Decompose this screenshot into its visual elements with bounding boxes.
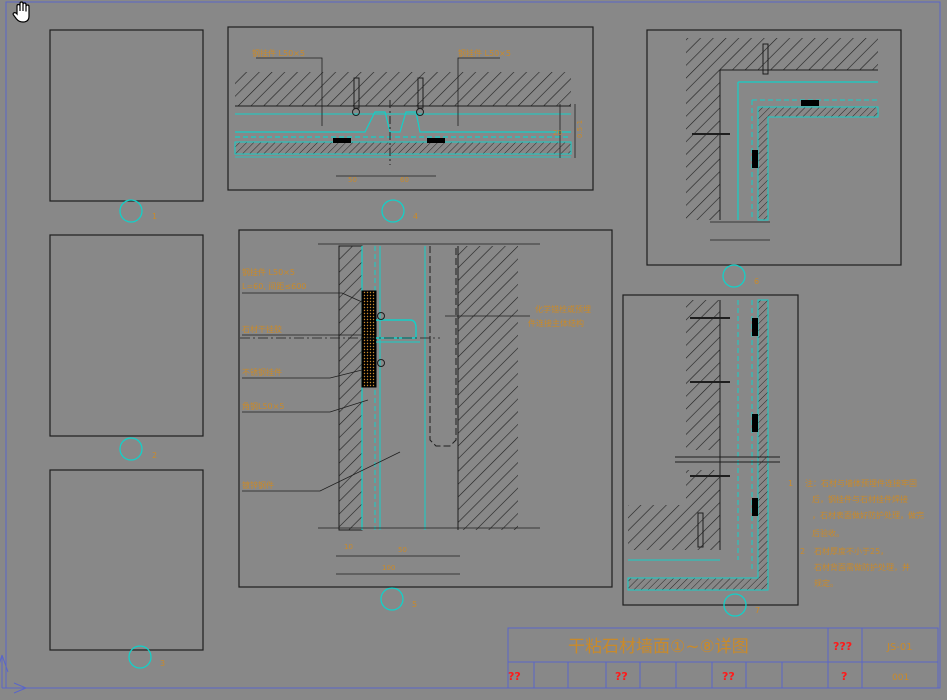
- callout-4: 角钢L50×5: [242, 401, 284, 411]
- viewport-frame: [227, 26, 594, 191]
- callout-1b: L=60, 间距≤600: [242, 282, 306, 291]
- detail-marker: [119, 437, 143, 461]
- wall-hatch: [686, 38, 878, 220]
- detail-marker-label: 6: [754, 277, 759, 286]
- viewport-frame: [622, 294, 799, 606]
- detail-marker: [380, 587, 404, 611]
- note-1-line3: ，石材表面做好防护处理，做完: [812, 510, 924, 520]
- designer-label: ??: [508, 670, 521, 683]
- viewport-frame: [49, 469, 204, 651]
- wall-hatch: [686, 300, 720, 450]
- concrete-slab-hatch: [235, 72, 571, 106]
- dim-left: 20: [553, 129, 562, 137]
- viewport-frame: [49, 29, 204, 202]
- detail-marker-label: 1: [152, 212, 157, 221]
- view-1[interactable]: 1: [49, 29, 204, 223]
- stone-clip: [333, 138, 351, 143]
- wall-hatch-right: [458, 246, 518, 530]
- stone-clip: [752, 498, 758, 516]
- dim-side: 0.5-1: [576, 120, 584, 138]
- callout-2: 石材干挂胶: [242, 324, 282, 334]
- note-2-number: 2: [800, 547, 805, 556]
- callout-right-b: 件连接主体结构: [528, 318, 584, 328]
- note-1-line2: 后，钢挂件与石材挂件焊接: [812, 494, 908, 504]
- hand-pan-icon-glyph: [12, 1, 30, 23]
- stone-panel: [757, 106, 879, 221]
- callout-right: 钢挂件 L50×5: [458, 48, 511, 58]
- detail-marker-label: 5: [412, 600, 417, 609]
- view-3[interactable]: 3: [49, 469, 204, 669]
- dim-mid-a: 10: [344, 543, 353, 551]
- detail-marker-label: 2: [152, 451, 157, 460]
- title-block[interactable]: 干粘石材墙面①~⑧详图 ??? JS-01 ?? ?? ?? ? 001: [507, 627, 939, 689]
- detail-marker-label: 7: [755, 606, 760, 615]
- dim-total: 100: [382, 564, 395, 572]
- callout-right-a: 化学锚栓或预埋: [535, 304, 591, 314]
- detail-marker: [722, 264, 746, 288]
- viewport-frame: [238, 229, 613, 588]
- approver-label: ??: [722, 670, 735, 683]
- stone-clip: [427, 138, 445, 143]
- callout-1a: 钢挂件 L50×5: [242, 267, 295, 277]
- date-label: ?: [841, 670, 847, 683]
- floor-hatch: [628, 505, 686, 550]
- drawing-code-label: ???: [833, 640, 852, 653]
- note-1-line1: 注：石材与墙体预埋件连接牢固: [805, 478, 917, 488]
- callout-3: 不锈钢挂件: [242, 367, 282, 377]
- page-number: 001: [892, 673, 909, 683]
- callout-left: 钢挂件 L50×5: [252, 48, 305, 58]
- note-2-line1: 石材厚度不小于25，: [814, 546, 888, 556]
- dim-b: 60: [400, 176, 409, 184]
- note-1-line4: 后验收。: [812, 528, 844, 538]
- stone-clip: [752, 318, 758, 336]
- view-6-corner-detail[interactable]: 6: [646, 29, 902, 288]
- viewport-frame: [646, 29, 902, 266]
- adhesive-pad: [361, 290, 377, 388]
- detail-marker-label: 3: [160, 659, 165, 668]
- hand-pan-icon[interactable]: [10, 0, 36, 26]
- note-1-number: 1: [788, 479, 793, 488]
- view-4-plan-detail[interactable]: 钢挂件 L50×5 钢挂件 L50×5 20 0.5-1 50 60 4: [227, 26, 594, 223]
- note-2-line2: 石材背面需做防护处理，并: [814, 562, 910, 572]
- sheet-frame: [5, 1, 941, 689]
- general-notes: 1 注：石材与墙体预埋件连接牢固 后，钢挂件与石材挂件焊接 ，石材表面做好防护处…: [788, 478, 924, 588]
- detail-marker: [128, 645, 152, 669]
- view-5-section-detail[interactable]: 钢挂件 L50×5 L=60, 间距≤600 石材干挂胶 不锈钢挂件 角钢L50…: [238, 229, 613, 611]
- view-7-wall-section[interactable]: 7: [622, 294, 799, 617]
- stone-clip: [801, 100, 819, 106]
- wall-hatch: [338, 245, 363, 531]
- dim-a: 50: [348, 176, 357, 184]
- stone-panel: [627, 299, 769, 591]
- stone-clip: [752, 150, 758, 168]
- stone-panel: [234, 141, 572, 155]
- stone-clip: [752, 414, 758, 432]
- detail-marker-label: 4: [413, 212, 418, 221]
- detail-marker: [381, 199, 405, 223]
- ucs-axis-icon: [0, 654, 27, 694]
- checker-label: ??: [615, 670, 628, 683]
- detail-marker: [119, 199, 143, 223]
- sheet-number: JS-01: [886, 642, 913, 653]
- viewport-frame: [49, 234, 204, 437]
- drawing-title: 干粘石材墙面①~⑧详图: [568, 637, 749, 657]
- dim-bot: 50: [398, 546, 407, 554]
- callout-5: 镀锌钢件: [242, 480, 274, 490]
- note-2-line3: 规定。: [814, 578, 838, 588]
- detail-marker: [723, 593, 747, 617]
- view-2[interactable]: 2: [49, 234, 204, 461]
